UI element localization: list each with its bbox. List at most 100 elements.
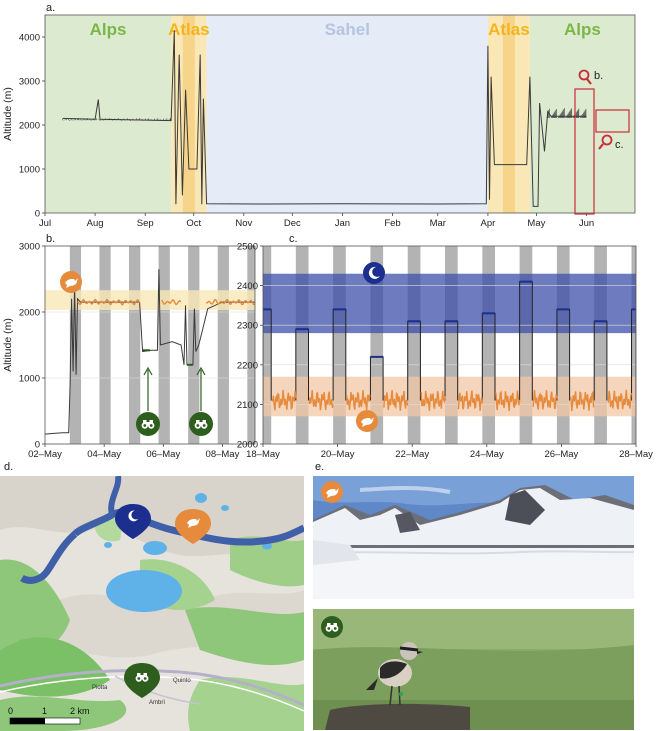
day-foraging-segment (420, 390, 446, 411)
region-label: Alps (564, 20, 601, 39)
region-label: Atlas (488, 20, 530, 39)
binoculars-marker-icon (124, 663, 160, 698)
binoculars-marker-icon (189, 366, 213, 436)
panel-label-d: d. (4, 461, 13, 473)
x-tick-label: 20–May (321, 449, 355, 460)
x-tick-label: 26–May (544, 449, 578, 460)
magnifier-icon (578, 69, 592, 85)
night-band (263, 246, 272, 444)
alpine-band-b (45, 290, 255, 311)
day-foraging-segment (532, 389, 558, 410)
day-foraging-segment (271, 389, 297, 411)
day-foraging-segment (607, 389, 633, 410)
night-altitude-band (263, 273, 636, 334)
y-tick-label: 2300 (237, 321, 258, 332)
x-tick-label: Sep (137, 218, 154, 229)
x-tick-label: May (527, 218, 545, 229)
region-backgrounds (45, 15, 635, 213)
night-transition (635, 320, 636, 401)
altitude-trace-b (45, 269, 255, 435)
region-band (206, 15, 488, 213)
altitude-line (45, 269, 255, 435)
night-band (99, 246, 111, 444)
x-tick-label: Nov (235, 218, 252, 229)
x-tick-label: 08–May (206, 449, 240, 460)
night-band (631, 246, 636, 444)
map: Piotta Quinto Ambrì (0, 476, 304, 731)
y-tick-label: 4000 (19, 33, 40, 44)
bird-marker-icon (175, 509, 211, 544)
night-band (129, 246, 141, 444)
x-tick-label: 18–May (246, 449, 280, 460)
bird-marker-icon (356, 410, 378, 432)
altitude-line (62, 30, 587, 207)
altitude-trace (62, 30, 587, 207)
y-tick-label: 2500 (237, 242, 258, 253)
callout-c: c. (615, 139, 624, 151)
map-label-piotta: Piotta (92, 685, 108, 691)
region-label: Alps (90, 20, 127, 39)
y-tick-label: 0 (35, 440, 40, 451)
y-tick-label: 2000 (19, 121, 40, 132)
y-tick-label: 3000 (19, 77, 40, 88)
x-tick-label: Apr (481, 218, 496, 229)
day-alpine-segment (76, 298, 141, 306)
day-foraging-segment (383, 390, 409, 411)
x-tick-label: Dec (284, 218, 301, 229)
x-tick-label: Aug (87, 218, 104, 229)
grid-c (263, 246, 636, 444)
region-band (45, 15, 172, 213)
x-tick-label: 04–May (87, 449, 121, 460)
day-foraging-segment (308, 390, 334, 411)
x-tick-label: Jan (335, 218, 350, 229)
y-tick-label: 2400 (237, 281, 258, 292)
day-foraging-segment (457, 390, 483, 411)
panel-label-a: a. (46, 2, 55, 14)
night-band (217, 246, 229, 444)
panel-label-c: c. (289, 233, 298, 245)
moon-marker-icon (115, 504, 151, 539)
region-label: Atlas (168, 20, 210, 39)
zoom-box-b (574, 88, 595, 215)
y-tick-label: 2000 (19, 308, 40, 319)
night-band (247, 246, 255, 444)
y-tick-label: 2100 (237, 400, 258, 411)
x-tick-label: Jun (579, 218, 594, 229)
plot-frame-a (44, 14, 636, 214)
map-label-quinto: Quinto (173, 678, 191, 684)
magnifier-icon (598, 134, 613, 150)
day-foraging-segment (495, 390, 521, 412)
day-foraging-segment (345, 389, 371, 411)
day-foraging-segment (569, 390, 595, 411)
y-tick-label: 2200 (237, 360, 258, 371)
alpine-altitude-band (45, 290, 255, 311)
y-tick-label: 2000 (237, 440, 258, 451)
plot-frame-c (262, 245, 637, 445)
night-band (158, 246, 170, 444)
x-tick-label: 28–May (619, 449, 653, 460)
x-tick-label: 22–May (395, 449, 429, 460)
map-scale-bar: 0 1 2 km (8, 706, 90, 725)
scale-label-1: 1 (42, 706, 47, 716)
y-tick-label: 3000 (19, 242, 40, 253)
x-ticks-b: 02–May 04–May 06–May 08–May (28, 444, 240, 460)
x-tick-label: Mar (430, 218, 446, 229)
panel-label-b: b. (46, 233, 55, 245)
callout-b: b. (594, 70, 603, 82)
x-tick-label: 06–May (146, 449, 180, 460)
y-tick-label: 1000 (19, 165, 40, 176)
x-tick-label: 02–May (28, 449, 62, 460)
atlas-core-band (182, 15, 195, 213)
moon-marker-icon (363, 262, 385, 284)
y-axis-label-a: Altitude (m) (2, 87, 14, 141)
y-ticks-c: 2000 2100 2200 2300 2400 2500 (237, 242, 263, 451)
photo-alpine-habitat (313, 476, 634, 599)
photo-wheatear-bird (313, 609, 634, 730)
x-tick-label: Jul (39, 218, 51, 229)
map-label-ambri: Ambrì (149, 700, 165, 706)
panel-label-e: e. (315, 461, 324, 473)
